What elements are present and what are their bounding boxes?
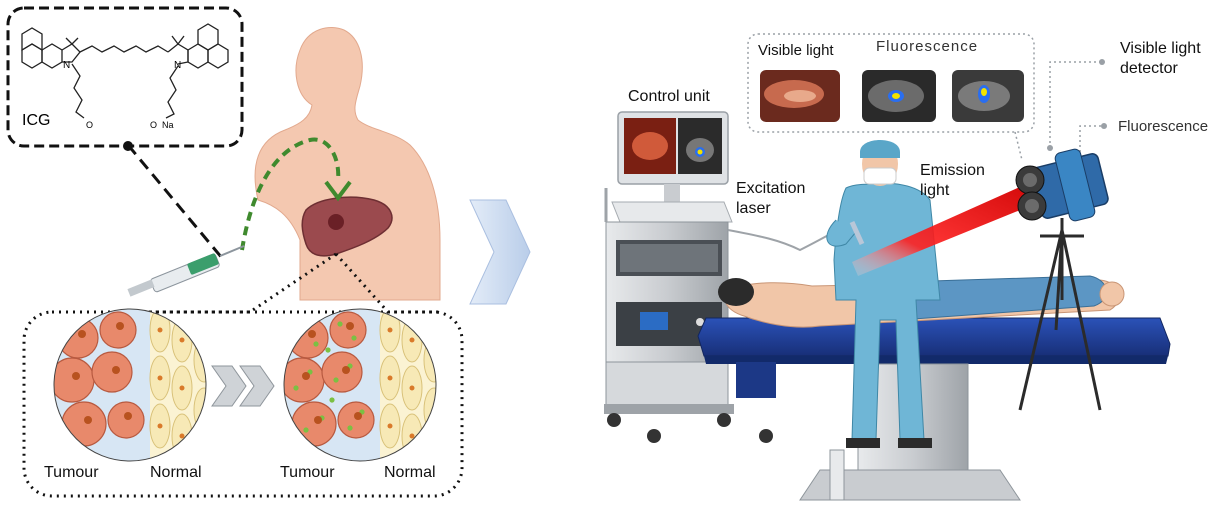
normal-label-before: Normal (150, 464, 202, 482)
emission-light-label-line1: Emission (920, 162, 985, 180)
fluorescence-image-2 (952, 70, 1024, 122)
inset-visible-light-label: Visible light (758, 42, 834, 59)
human-torso (255, 27, 440, 300)
normal-label-after: Normal (384, 464, 436, 482)
inset-pointer (1015, 132, 1022, 160)
cells-after (280, 308, 444, 461)
fluorescence-detector-label: Fluorescence (1118, 118, 1208, 135)
sulfonate-right-label: O (150, 120, 157, 130)
stage-transition-chevron (470, 200, 530, 304)
fluorescence-image-1 (862, 70, 936, 122)
n-plus-atom-label: N (63, 60, 70, 71)
visible-light-image (760, 70, 840, 122)
cells-before (50, 308, 214, 461)
control-unit-label: Control unit (628, 88, 710, 106)
inset-fluorescence-label: Fluorescence (876, 38, 978, 55)
visible-light-detector-label-line2: detector (1120, 60, 1178, 78)
visible-light-detector-label-line1: Visible light (1120, 40, 1201, 58)
sodium-label: Na (162, 120, 174, 130)
syringe (127, 246, 244, 297)
excitation-laser-label-line1: Excitation (736, 180, 805, 198)
icg-to-syringe-connector (128, 145, 222, 258)
icg-label: ICG (22, 112, 50, 129)
progression-chevrons (212, 366, 274, 406)
sulfonate-left-label: O (86, 120, 93, 130)
excitation-laser-label-line2: laser (736, 200, 771, 218)
visible-light-detector-leader (1050, 62, 1100, 148)
tumour-label-after: Tumour (280, 464, 335, 482)
tumour-label-before: Tumour (44, 464, 99, 482)
liver-tumour-spot (328, 214, 344, 230)
connector-dot (123, 141, 133, 151)
imaging-camera (1016, 148, 1109, 222)
emission-light-label-line2: light (920, 182, 949, 200)
n-right-atom-label: N (174, 60, 181, 71)
